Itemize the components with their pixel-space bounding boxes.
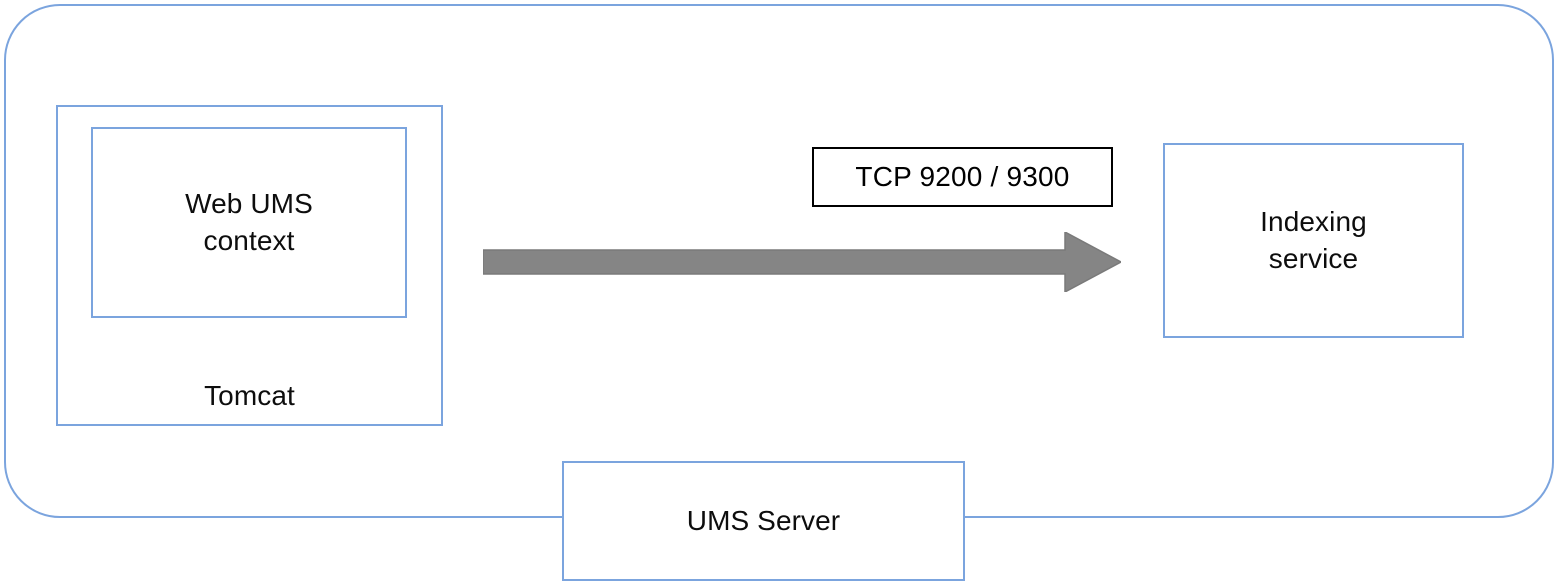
connector-port-label-text: TCP 9200 / 9300 — [855, 161, 1070, 192]
flow-arrow-tomcat-to-indexing — [483, 232, 1121, 292]
connector-port-label[interactable]: TCP 9200 / 9300 — [812, 147, 1113, 207]
node-web-ums-context[interactable]: Web UMS context — [91, 127, 407, 318]
node-ums-server-label: UMS Server — [686, 504, 841, 536]
node-ums-server[interactable]: UMS Server — [562, 461, 965, 581]
node-indexing-service-label: Indexing service — [1260, 205, 1367, 274]
node-indexing-service[interactable]: Indexing service — [1163, 143, 1464, 338]
node-tomcat-label: Tomcat — [204, 380, 295, 411]
block-arrow-icon — [483, 232, 1121, 292]
node-web-ums-context-label: Web UMS context — [185, 187, 313, 256]
